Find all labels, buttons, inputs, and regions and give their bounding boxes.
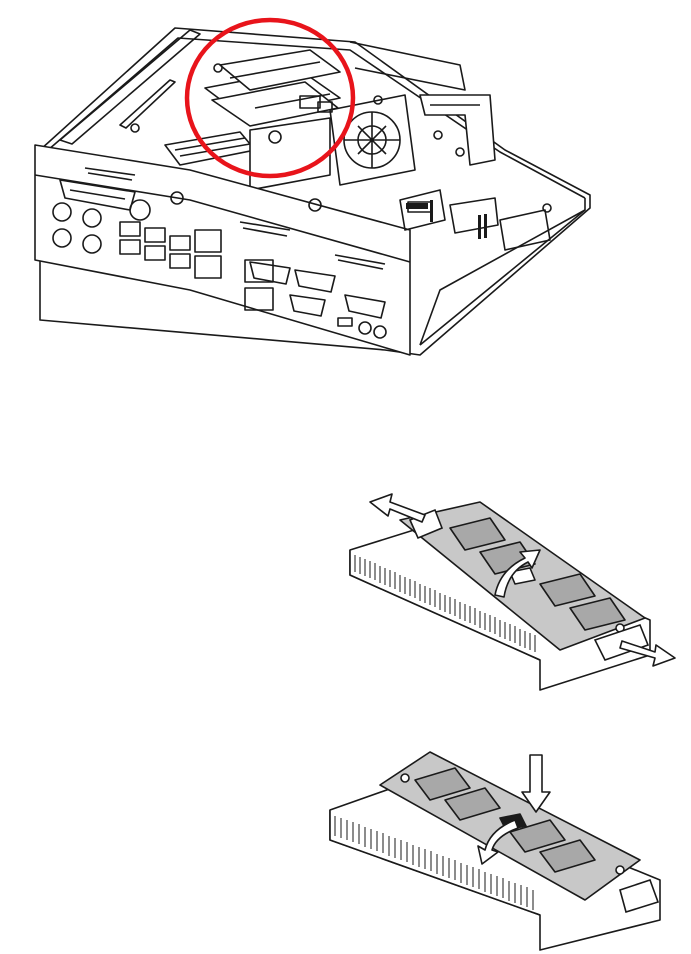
sodimm-removal-step [330, 480, 691, 695]
sodimm-installation-step [320, 740, 691, 954]
release-arrow-left-icon [370, 494, 425, 522]
chassis-drawing [0, 0, 691, 380]
sodimm-installation-drawing [320, 740, 691, 954]
chassis-exploded-view [0, 0, 691, 380]
sodimm-removal-drawing [330, 480, 691, 695]
